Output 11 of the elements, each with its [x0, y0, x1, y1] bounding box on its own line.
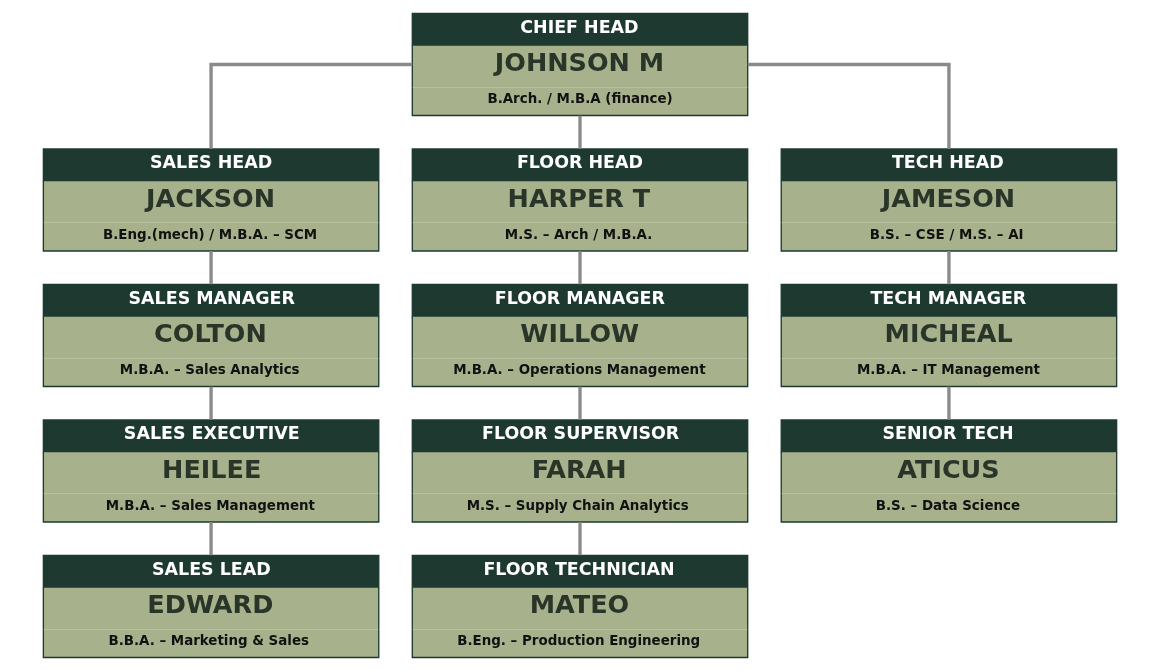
connector [577, 386, 582, 420]
connector [946, 251, 951, 285]
connector [208, 62, 412, 149]
connector [946, 386, 951, 420]
connector [208, 386, 213, 420]
connector [577, 115, 582, 149]
connector [577, 522, 582, 556]
connector [208, 522, 213, 556]
connector [747, 62, 951, 149]
connector [577, 251, 582, 285]
connector [208, 251, 213, 285]
